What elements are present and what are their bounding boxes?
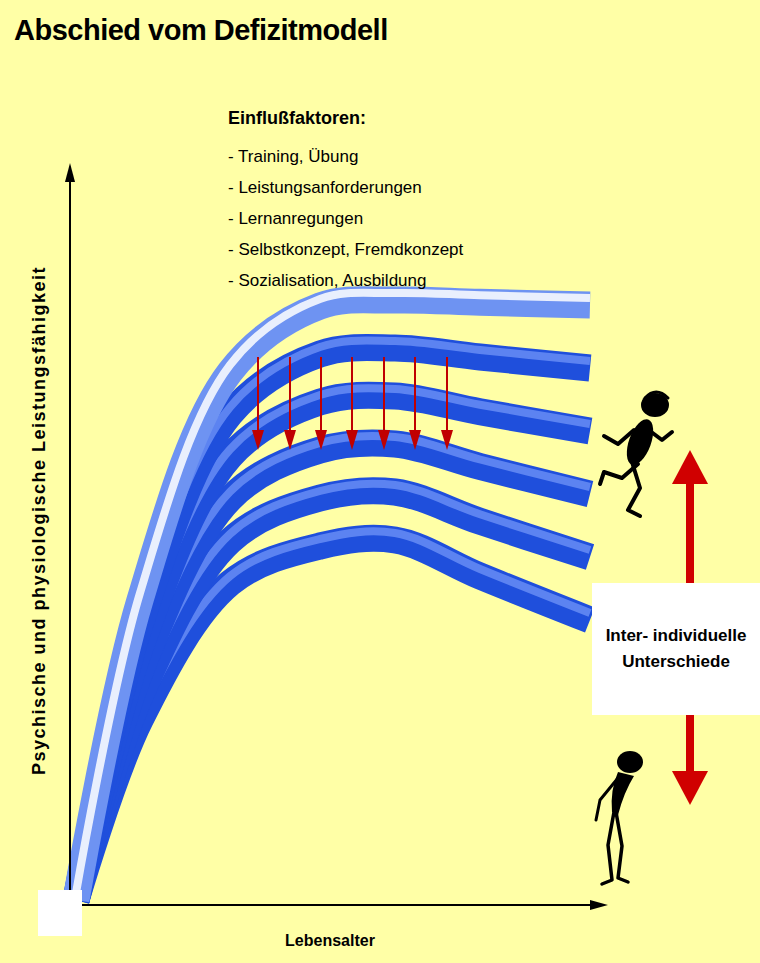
influence-arrow — [346, 357, 358, 450]
y-axis-label: Psychische und physiologische Leistungsf… — [30, 265, 51, 774]
influence-arrow — [378, 357, 390, 450]
arrow-head-up — [672, 450, 708, 484]
y-axis-arrowhead — [65, 163, 75, 182]
box-text: Inter- individuelle Unterschiede — [592, 617, 760, 682]
band-highlight — [76, 436, 590, 893]
performance-band — [76, 388, 590, 900]
running-figure — [600, 392, 672, 516]
influence-arrows — [252, 357, 453, 450]
band-body — [76, 300, 590, 900]
performance-bands — [76, 293, 590, 900]
factor-item: - Lernanregungen — [228, 209, 363, 229]
band-body — [76, 347, 590, 900]
factor-item: - Training, Übung — [228, 147, 358, 167]
tired-figure — [596, 751, 643, 884]
influence-arrow — [441, 357, 453, 450]
band-highlight — [76, 340, 590, 893]
x-axis — [70, 904, 592, 906]
performance-band — [76, 436, 590, 900]
y-axis — [69, 180, 71, 905]
performance-band — [76, 293, 590, 900]
performance-band — [76, 340, 590, 900]
factor-heading: Einflußfaktoren: — [228, 108, 366, 129]
x-axis-label: Lebensalter — [285, 932, 375, 950]
origin-patch — [38, 890, 82, 936]
influence-arrow — [315, 357, 327, 450]
factor-item: - Selbstkonzept, Fremdkonzept — [228, 240, 463, 260]
band-highlight — [76, 388, 590, 893]
axes — [38, 163, 608, 936]
band-highlight — [76, 293, 590, 893]
chart-title: Abschied vom Defizitmodell — [14, 14, 388, 47]
influence-arrow — [284, 357, 296, 450]
influence-arrow — [409, 357, 421, 450]
influence-arrow — [252, 357, 264, 450]
arrow-head-down — [672, 771, 708, 805]
band-body — [76, 395, 590, 900]
x-axis-arrowhead — [590, 900, 608, 910]
difference-label-box: Inter- individuelle Unterschiede — [592, 583, 760, 715]
factor-item: - Sozialisation, Ausbildung — [228, 271, 426, 291]
factor-item: - Leistungsanforderungen — [228, 178, 422, 198]
